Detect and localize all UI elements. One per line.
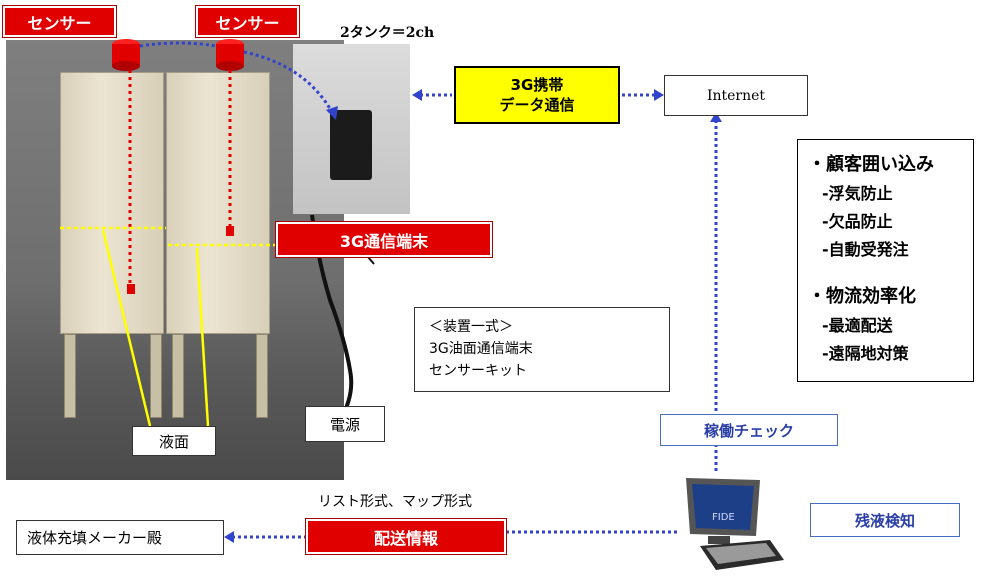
benefit-item: -浮気防止 xyxy=(822,184,893,203)
liquid-surface-label: 液面 xyxy=(158,432,189,451)
internet-box: Internet xyxy=(664,75,808,116)
equipment-set-item: センサーキット xyxy=(429,363,527,379)
terminal-device xyxy=(330,110,372,180)
equipment-set-item: 3G油面通信端末 xyxy=(429,341,533,357)
tank-right xyxy=(166,72,270,334)
pc-brand: FIDE xyxy=(712,512,735,523)
comm-box: 3G携帯 データ通信 xyxy=(454,66,620,124)
terminal-label: 3G通信端末 xyxy=(275,221,493,258)
benefit-item: -最適配送 xyxy=(822,316,893,335)
sensor-label-left: センサー xyxy=(2,5,117,38)
power-label: 電源 xyxy=(329,415,360,434)
maker-box: 液体充填メーカー殿 xyxy=(16,520,224,555)
tank-leg xyxy=(256,334,268,418)
tank-left xyxy=(60,72,164,334)
benefit-item: -自動受発注 xyxy=(822,240,909,259)
benefit-item: -遠隔地対策 xyxy=(822,344,909,363)
internet-label: Internet xyxy=(706,87,766,104)
equipment-set-box: ＜装置一式＞ 3G油面通信端末 センサーキット xyxy=(414,307,670,392)
comm-line2: データ通信 xyxy=(499,96,575,114)
list-format-caption: リスト形式、マップ形式 xyxy=(318,494,472,510)
tank-leg xyxy=(172,334,184,418)
sensor-cylinder-left xyxy=(112,39,140,71)
liquid-surface-box: 液面 xyxy=(132,426,216,456)
benefit-item: -欠品防止 xyxy=(822,212,893,231)
benefits-panel: ・顧客囲い込み -浮気防止 -欠品防止 -自動受発注 ・物流効率化 -最適配送 … xyxy=(797,139,974,382)
benefit-group-title: ・物流効率化 xyxy=(808,286,916,307)
pc-illustration xyxy=(686,478,784,570)
power-box: 電源 xyxy=(305,406,385,442)
operation-check-box: 稼働チェック xyxy=(660,414,838,446)
tank-caption: 2タンク＝2ch xyxy=(340,25,435,41)
sensor-label-right: センサー xyxy=(195,5,300,38)
maker-label: 液体充填メーカー殿 xyxy=(27,529,163,547)
residual-detect-box: 残液検知 xyxy=(810,503,960,537)
sensor-cylinder-right xyxy=(216,39,244,71)
benefit-group-title: ・顧客囲い込み xyxy=(808,154,934,175)
tank-leg xyxy=(64,334,76,418)
tank-leg xyxy=(150,334,162,418)
delivery-info-label: 配送情報 xyxy=(305,518,507,555)
comm-line1: 3G携帯 xyxy=(510,76,564,94)
equipment-set-title: ＜装置一式＞ xyxy=(429,319,513,335)
